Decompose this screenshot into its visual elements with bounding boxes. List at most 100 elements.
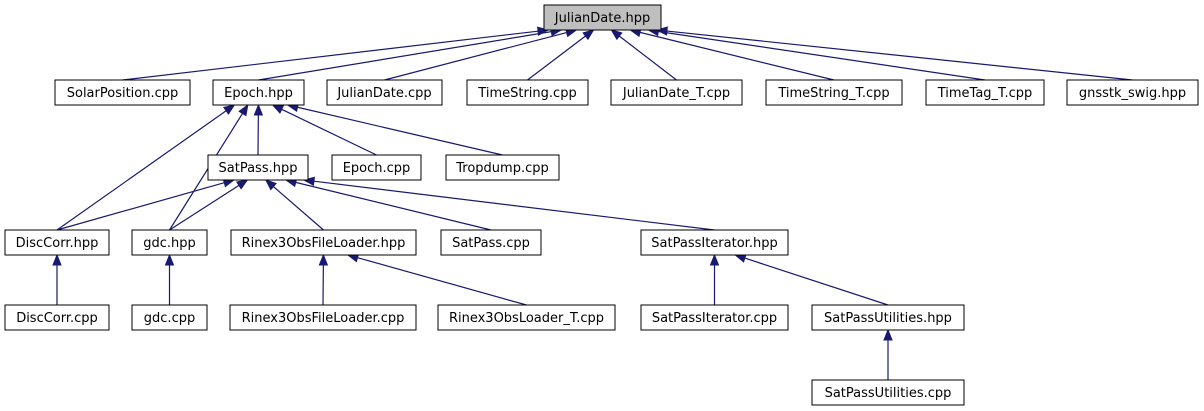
node-label: gnsstk_swig.hpp (1079, 86, 1186, 101)
node-label: DiscCorr.hpp (16, 236, 99, 251)
edge-sat_pass_cpp-to-sat_pass_hpp (284, 177, 492, 231)
edge-line (357, 257, 527, 306)
node-label: SatPassIterator.hpp (651, 236, 777, 251)
edge-disc_corr_cpp-to-disc_corr_hpp (52, 253, 62, 305)
node-solar-position-cpp[interactable]: SolarPosition.cpp (54, 79, 191, 106)
node-label: SatPassIterator.cpp (652, 311, 777, 326)
node-label: JulianDate.cpp (336, 86, 431, 101)
edge-gdc_cpp-to-gdc_hpp (164, 253, 175, 305)
edge-line (56, 110, 227, 231)
edge-rinex3_obs_file_loader_hpp-to-sat_pass_hpp (264, 179, 324, 231)
node-sat-pass-utilities-hpp[interactable]: SatPassUtilities.hpp (811, 304, 965, 331)
edge-time_string_t_cpp-to-julian_date_hpp (628, 27, 835, 81)
edge-line (666, 30, 1133, 81)
node-label: Rinex3ObsFileLoader.cpp (242, 311, 405, 326)
edge-line (56, 182, 225, 231)
node-time-string-t-cpp[interactable]: TimeString_T.cpp (765, 79, 903, 106)
node-rinex3-obs-loader-t-cpp[interactable]: Rinex3ObsLoader_T.cpp (437, 304, 616, 331)
node-julian-date-hpp[interactable]: JulianDate.hpp (543, 4, 662, 31)
node-label: TimeTag_T.cpp (937, 86, 1033, 101)
edge-time_tag_t_cpp-to-julian_date_hpp (647, 26, 986, 81)
edge-line (639, 31, 835, 81)
arrowhead-icon (610, 29, 623, 41)
edge-sat_pass_iterator_hpp-to-sat_pass_hpp (302, 176, 715, 231)
node-gnsstk-swig-hpp[interactable]: gnsstk_swig.hpp (1066, 79, 1199, 106)
node-time-tag-t-cpp[interactable]: TimeTag_T.cpp (925, 79, 1045, 106)
edge-rinex3_obs_loader_t_cpp-to-rinex3_obs_file_loader_hpp (346, 253, 527, 306)
edge-line (258, 31, 552, 81)
edge-time_string_cpp-to-julian_date_hpp (527, 29, 595, 81)
node-rinex3-obs-file-loader-cpp[interactable]: Rinex3ObsFileLoader.cpp (229, 304, 417, 331)
node-label: SatPass.cpp (452, 236, 530, 251)
arrowhead-icon (318, 253, 329, 266)
arrowhead-icon (238, 103, 249, 117)
node-label: JulianDate_T.cpp (622, 86, 730, 101)
edge-line (527, 35, 586, 81)
edge-line (313, 180, 715, 231)
node-sat-pass-utilities-cpp[interactable]: SatPassUtilities.cpp (811, 379, 965, 406)
node-tropdump-cpp[interactable]: Tropdump.cpp (445, 154, 560, 181)
node-sat-pass-iterator-hpp[interactable]: SatPassIterator.hpp (640, 229, 789, 256)
arrowhead-icon (883, 328, 893, 341)
node-time-string-cpp[interactable]: TimeString.cpp (466, 79, 589, 106)
edge-gnsstk_swig_hpp-to-julian_date_hpp (655, 26, 1133, 81)
edge-sat_pass_utilities_cpp-to-sat_pass_utilities_hpp (883, 328, 893, 380)
node-gdc-cpp[interactable]: gdc.cpp (131, 304, 208, 331)
arrowhead-icon (709, 253, 720, 266)
edge-epoch_hpp-to-julian_date_hpp (258, 27, 563, 81)
node-label: JulianDate.hpp (554, 11, 650, 26)
arrowhead-icon (271, 104, 285, 114)
edge-sat_pass_iterator_cpp-to-sat_pass_iterator_hpp (709, 253, 720, 305)
arrowhead-icon (223, 104, 236, 115)
arrowhead-icon (235, 179, 249, 190)
arrowhead-icon (302, 176, 315, 186)
node-gdc-hpp[interactable]: gdc.hpp (131, 229, 208, 256)
arrowhead-icon (264, 179, 277, 191)
edges-layer (52, 26, 1133, 380)
node-label: gdc.hpp (143, 236, 196, 251)
edge-line (273, 186, 324, 231)
node-label: SatPassUtilities.hpp (824, 311, 952, 326)
node-label: SolarPosition.cpp (67, 86, 179, 101)
node-label: gdc.cpp (144, 311, 195, 326)
edge-julian_date_t_cpp-to-julian_date_hpp (610, 29, 677, 81)
edge-gdc_hpp-to-epoch_hpp (168, 103, 249, 231)
edge-line (168, 113, 244, 231)
node-epoch-hpp[interactable]: Epoch.hpp (212, 79, 305, 106)
node-disc-corr-cpp[interactable]: DiscCorr.cpp (4, 304, 110, 331)
edge-line (384, 31, 567, 81)
arrowhead-icon (52, 253, 62, 266)
node-sat-pass-iterator-cpp[interactable]: SatPassIterator.cpp (640, 304, 789, 331)
node-sat-pass-hpp[interactable]: SatPass.hpp (207, 154, 309, 181)
node-julian-date-cpp[interactable]: JulianDate.cpp (326, 79, 443, 106)
node-rinex3-obs-file-loader-hpp[interactable]: Rinex3ObsFileLoader.hpp (230, 229, 417, 256)
node-label: Rinex3ObsFileLoader.hpp (242, 236, 406, 251)
edge-line (169, 184, 240, 231)
node-label: SatPass.hpp (219, 161, 298, 176)
edge-tropdump_cpp-to-epoch_hpp (286, 102, 503, 156)
edge-line (658, 30, 986, 81)
node-sat-pass-cpp[interactable]: SatPass.cpp (440, 229, 542, 256)
edge-rinex3_obs_file_loader_cpp-to-rinex3_obs_file_loader_hpp (318, 253, 329, 306)
edge-line (295, 181, 492, 231)
node-julian-date-t-cpp[interactable]: JulianDate_T.cpp (610, 79, 743, 106)
node-label: TimeString_T.cpp (777, 86, 889, 101)
edge-line (122, 30, 539, 81)
edge-sat_pass_hpp-to-epoch_hpp (253, 103, 264, 156)
edge-line (297, 106, 503, 156)
node-label: TimeString.cpp (477, 86, 576, 101)
node-label: DiscCorr.cpp (16, 311, 98, 326)
edge-sat_pass_utilities_hpp-to-sat_pass_iterator_hpp (734, 253, 889, 306)
node-disc-corr-hpp[interactable]: DiscCorr.hpp (4, 229, 110, 256)
edge-disc_corr_hpp-to-sat_pass_hpp (56, 178, 236, 231)
node-epoch-cpp[interactable]: Epoch.cpp (331, 154, 422, 181)
edge-epoch_cpp-to-epoch_hpp (271, 104, 377, 156)
edge-disc_corr_hpp-to-epoch_hpp (56, 104, 236, 231)
node-label: Rinex3ObsLoader_T.cpp (449, 311, 604, 326)
edge-line (744, 257, 889, 306)
arrowhead-icon (164, 253, 175, 266)
edge-line (281, 108, 377, 156)
node-label: Tropdump.cpp (455, 161, 549, 176)
edge-gdc_hpp-to-sat_pass_hpp (169, 179, 249, 231)
